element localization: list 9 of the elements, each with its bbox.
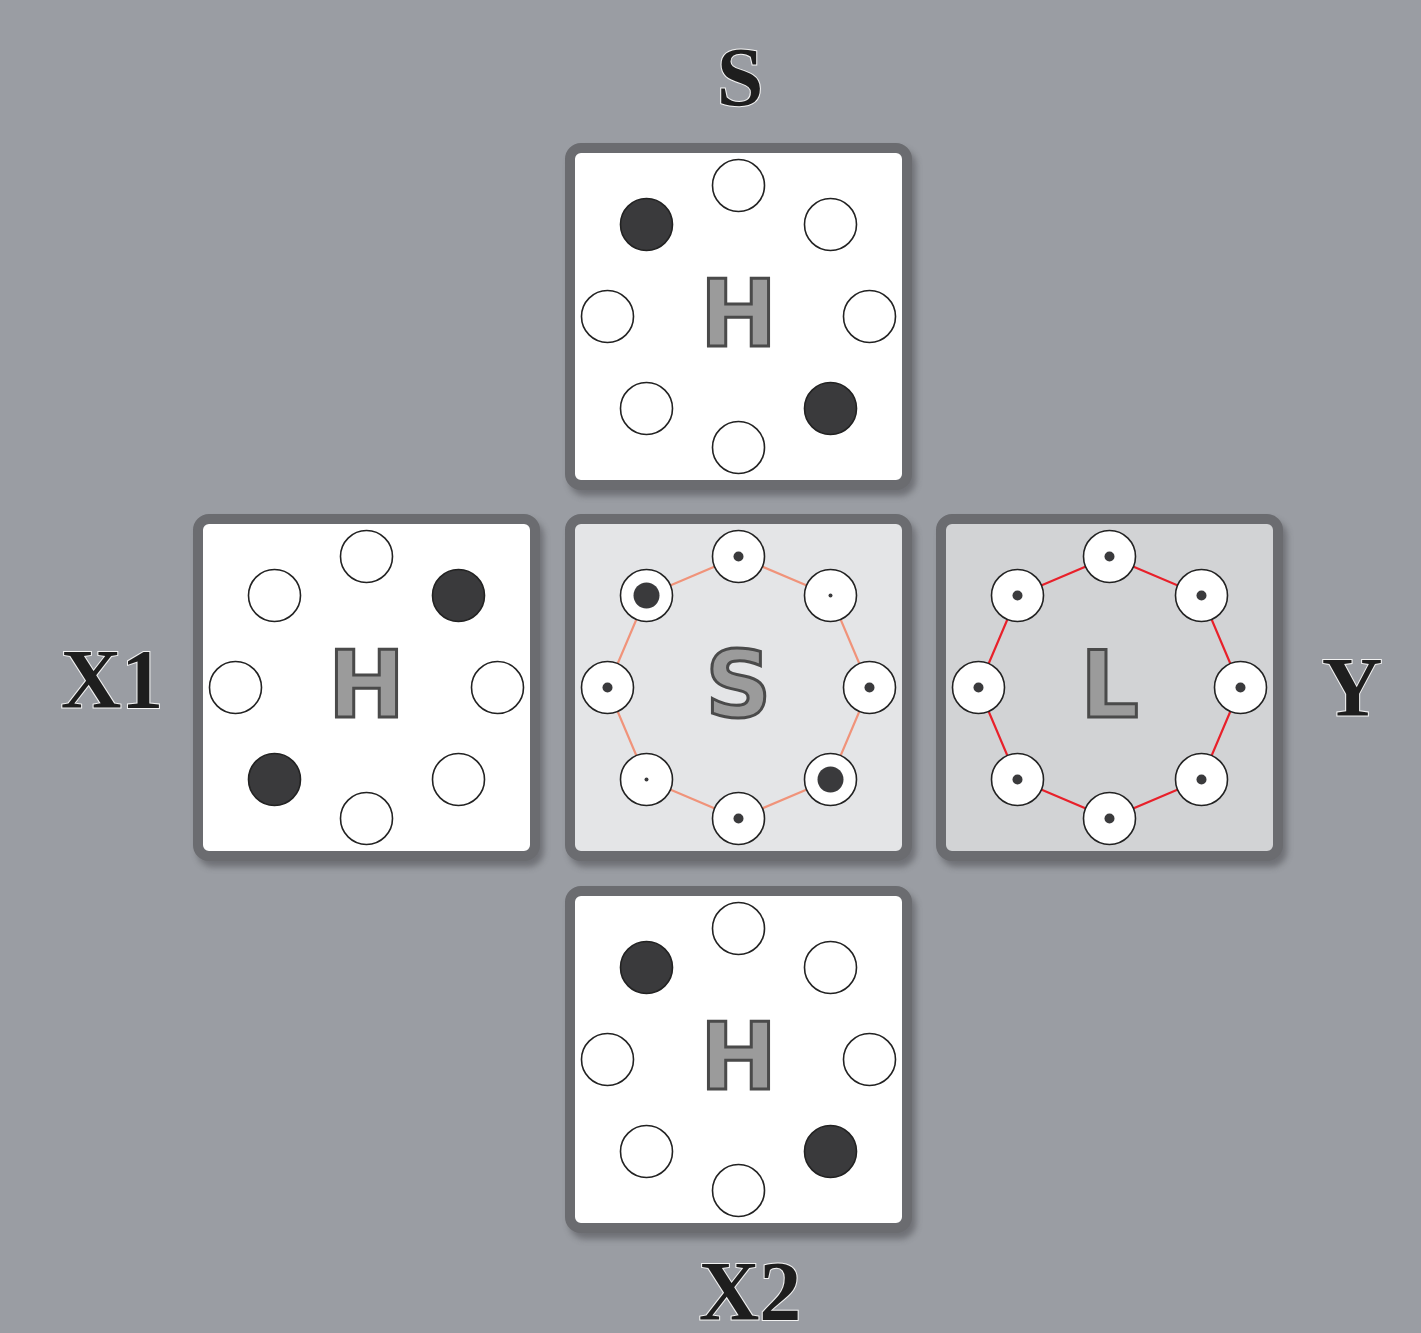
tile-label: X2 xyxy=(698,1250,802,1333)
tile-letter: S xyxy=(705,639,772,732)
tile-label: Y xyxy=(1321,646,1383,730)
tile-letter: H xyxy=(328,639,405,732)
tile-letter: L xyxy=(1080,639,1139,732)
tile-label: X1 xyxy=(60,638,164,722)
tile-label: S xyxy=(716,36,764,120)
tile-letter: H xyxy=(700,1011,777,1104)
tile-letter: H xyxy=(700,268,777,361)
